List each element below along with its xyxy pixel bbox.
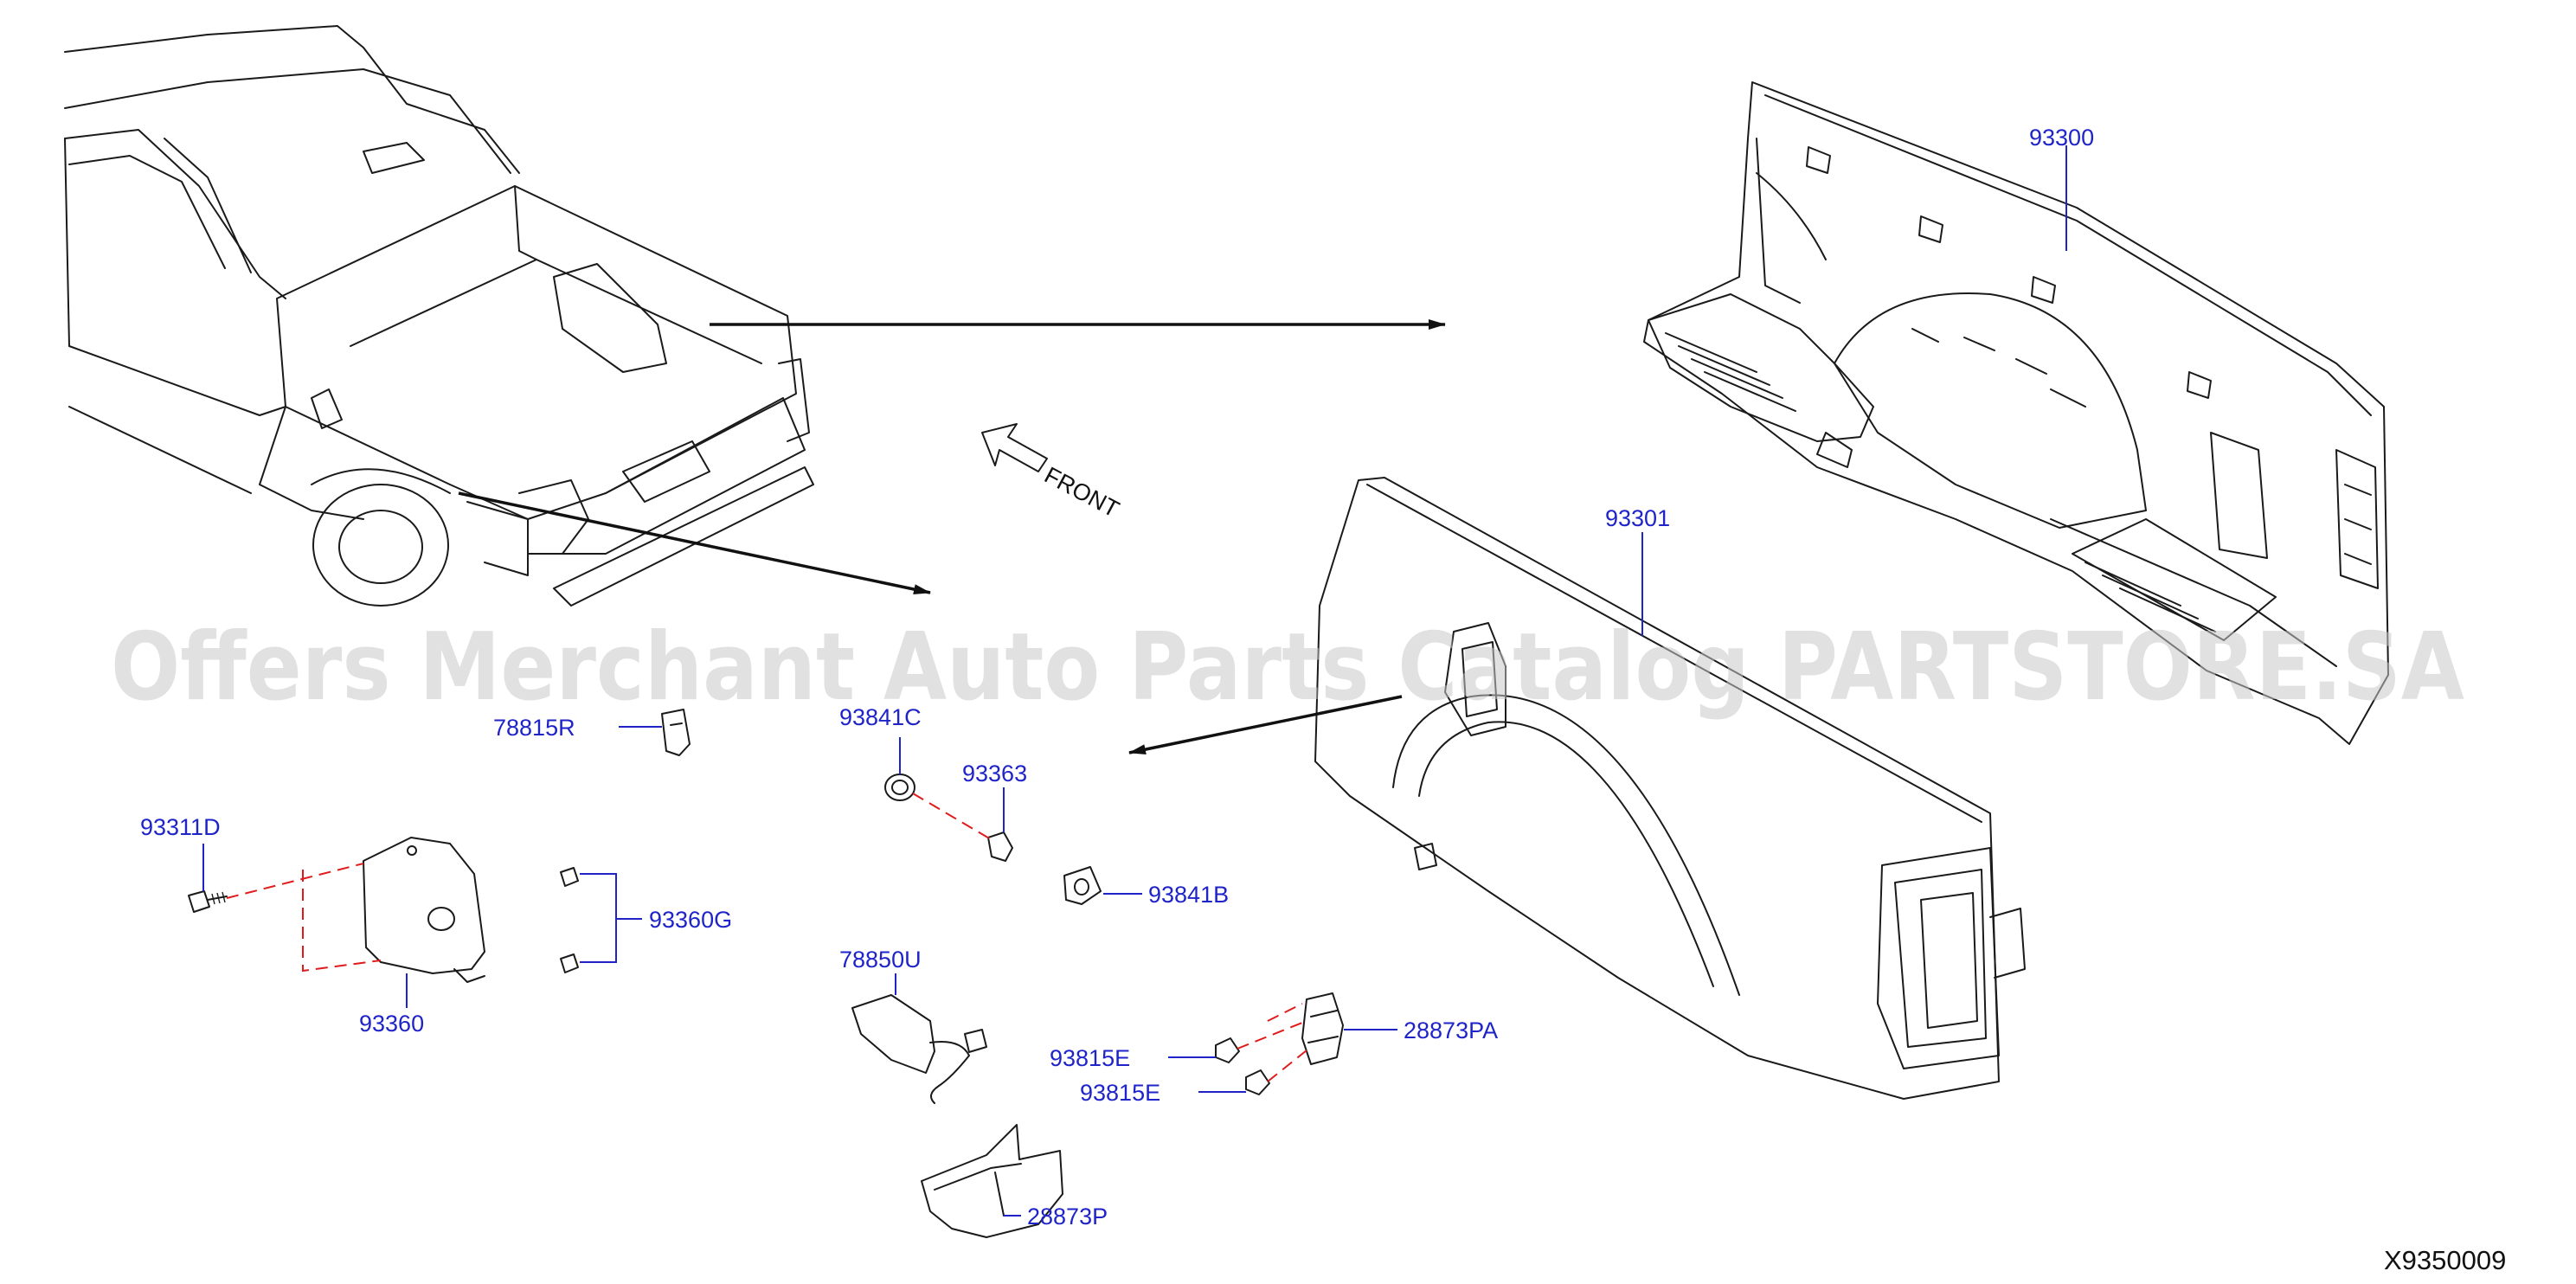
bolt-93815E-upper [1215, 1037, 1240, 1063]
front-label: FRONT [1040, 462, 1123, 523]
fuel-filler-lid [363, 837, 485, 983]
label-78850U: 78850U [839, 947, 922, 973]
front-arrow-icon [981, 423, 1048, 472]
label-28873P: 28873P [1027, 1204, 1108, 1229]
bumper-rubber-93360G [560, 867, 579, 973]
label-93311D: 93311D [140, 814, 221, 840]
front-direction-indicator: FRONT [981, 423, 1123, 523]
seal-93841B [1063, 866, 1102, 905]
label-93841C: 93841C [839, 704, 922, 730]
clip-93363 [987, 831, 1013, 862]
diagram-code: X9350009 [2384, 1245, 2506, 1275]
leader-lines [202, 145, 2067, 1217]
screw-93311D [188, 890, 228, 913]
label-93301: 93301 [1605, 505, 1670, 531]
label-93815E-lower: 93815E [1080, 1080, 1160, 1106]
label-93815E-upper: 93815E [1050, 1045, 1130, 1071]
bolt-93815E-lower [1245, 1069, 1270, 1095]
bracket-28873P [921, 1124, 1063, 1238]
truck-illustration [64, 25, 814, 607]
label-93360G: 93360G [649, 907, 732, 933]
assembly-guide-lines [226, 793, 1307, 1082]
label-93363: 93363 [962, 761, 1027, 786]
outer-side-panel [1314, 477, 2026, 1100]
callout-arrows [458, 319, 1446, 755]
label-93360: 93360 [359, 1011, 424, 1037]
sensor-78850U [851, 994, 987, 1104]
label-93300: 93300 [2029, 125, 2094, 151]
grommet-93841C [884, 774, 915, 801]
label-93841B: 93841B [1148, 882, 1229, 908]
part-labels: 93300 93301 78815R 93841C 93363 93311D 9… [140, 125, 2094, 1229]
clip-78815R [661, 709, 691, 756]
label-78815R: 78815R [493, 715, 575, 741]
label-28873PA: 28873PA [1404, 1018, 1498, 1043]
body-side-inner-panel [1643, 81, 2389, 745]
bracket-28873PA [1301, 992, 1344, 1065]
watermark-text: Offers Merchant Auto Parts Catalog PARTS… [111, 613, 2464, 722]
